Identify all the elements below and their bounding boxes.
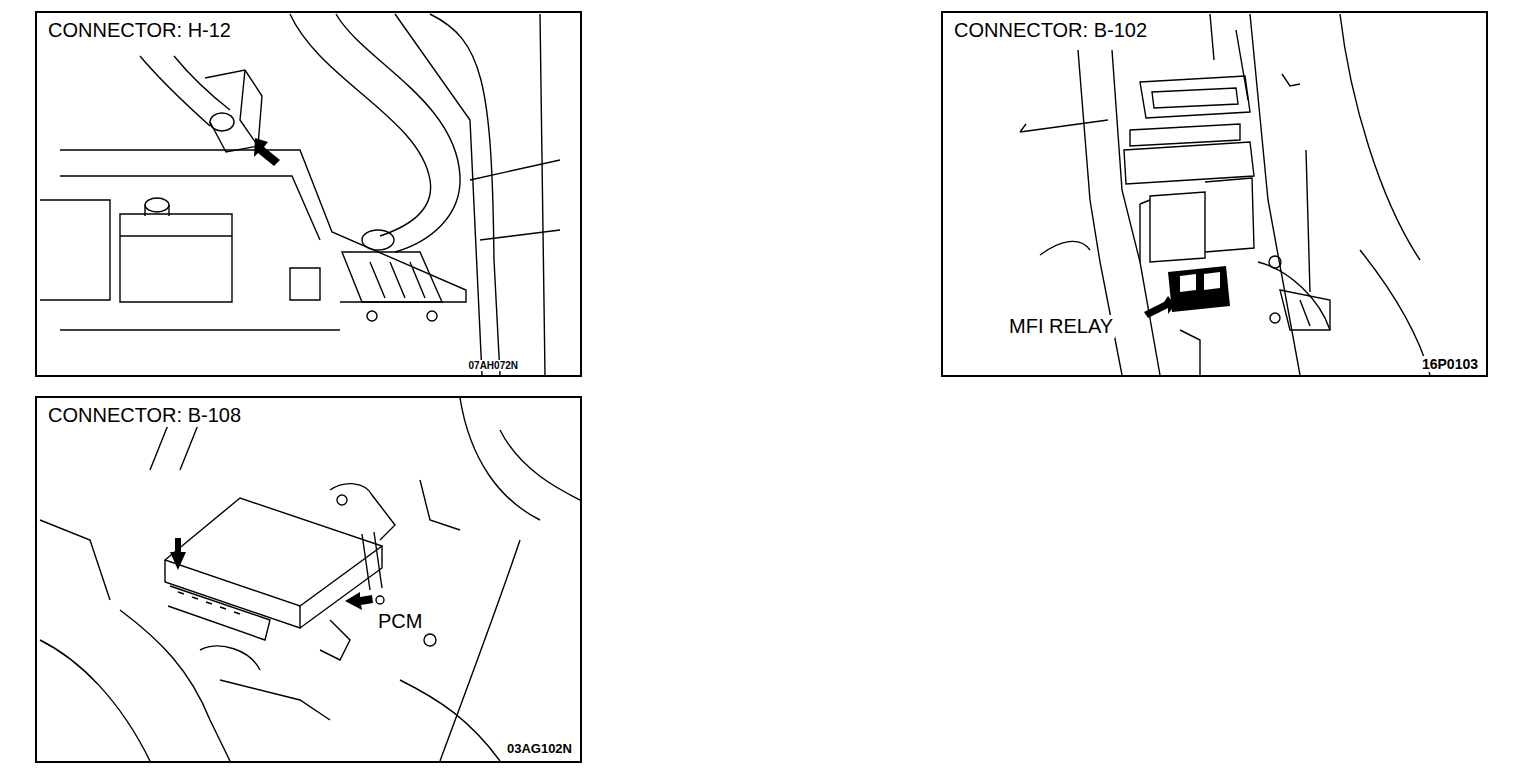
drawing-part [165,498,382,606]
drawing-part [470,160,560,240]
drawing-part [1144,296,1175,318]
drawing-part [376,596,384,604]
drawing-part [140,56,210,126]
drawing-part [1282,74,1300,86]
drawing-part [1140,76,1250,118]
drawing-part [320,620,350,660]
drawing-part [145,205,169,216]
drawing-part [145,198,169,212]
drawing-part [337,495,347,505]
drawing-part [420,480,460,530]
part-name: PCM [376,610,424,633]
figure-code: 07AH072N [467,360,520,372]
drawing-part [240,70,258,146]
drawing-part [220,680,330,720]
drawing-part [165,560,300,628]
drawing-part [460,398,540,520]
drawing-part [40,200,110,300]
drawing-part [330,484,395,540]
connector-heading: CONNECTOR: B-108 [46,404,243,427]
figure-panel: CONNECTOR: B-102MFI RELAY 16P0103 [941,11,1488,377]
figure-panel: CONNECTOR: B-108PCM 03AG102N [35,396,582,763]
drawing-part [60,176,320,240]
drawing-part [168,586,270,640]
connector-heading: CONNECTOR: H-12 [46,19,233,42]
drawing-part [1124,142,1254,184]
drawing-part [174,56,230,110]
drawing-part [1020,120,1108,132]
pcm-illustration [40,398,580,761]
drawing-part [1300,300,1310,326]
engine-bay-illustration [40,14,560,375]
drawing-part [367,311,377,321]
pointer-arrow [170,538,186,570]
drawing-part [120,235,232,236]
drawing-part [440,540,520,761]
drawing-part [1152,88,1238,108]
drawing-part [1269,256,1281,268]
drawing-part [1180,272,1220,292]
connector-heading: CONNECTOR: B-102 [952,19,1149,42]
drawing-part [290,14,431,236]
drawing-part [120,214,232,302]
figure-code: 16P0103 [1420,356,1480,372]
drawing-part [395,14,482,375]
drawing-part [120,610,230,761]
drawing-part [362,532,382,590]
figure-code: 03AG102N [505,742,574,757]
drawing-part [178,592,240,614]
drawing-part [1180,330,1200,375]
drawing-part [1205,178,1254,252]
drawing-part [427,311,437,321]
drawing-part [60,329,340,330]
drawing-part [290,268,320,300]
drawing-part [200,646,260,670]
drawing-part [1040,241,1090,255]
drawing-part [500,430,580,500]
drawing-part [342,252,442,302]
drawing-part [1270,313,1280,323]
drawing-part [150,420,200,470]
drawing-part [430,14,500,375]
drawing-part [1280,290,1330,330]
drawing-part [336,14,460,252]
drawing-part [1130,124,1240,146]
drawing-part [400,680,500,761]
pointer-arrow [254,138,280,166]
figure-panel: CONNECTOR: H-12 07AH072N [35,11,582,377]
drawing-part [1340,14,1420,260]
drawing-part [1236,30,1248,100]
drawing-part [1306,150,1310,292]
drawing-part [1150,192,1205,262]
drawing-part [370,262,425,298]
drawing-part [1140,200,1150,262]
pointer-arrow [345,592,373,610]
drawing-part [1210,14,1214,60]
mfi-relay-symbol [1144,266,1230,318]
part-name: MFI RELAY [1007,315,1115,338]
drawing-part [1258,262,1330,330]
drawing-part [1168,266,1230,312]
drawing-part [540,14,545,375]
drawing-part [40,640,150,761]
drawing-part [60,150,466,302]
drawing-part [424,634,436,646]
drawing-part [205,70,262,152]
drawing-part [1250,14,1300,375]
drawing-part [40,520,110,600]
